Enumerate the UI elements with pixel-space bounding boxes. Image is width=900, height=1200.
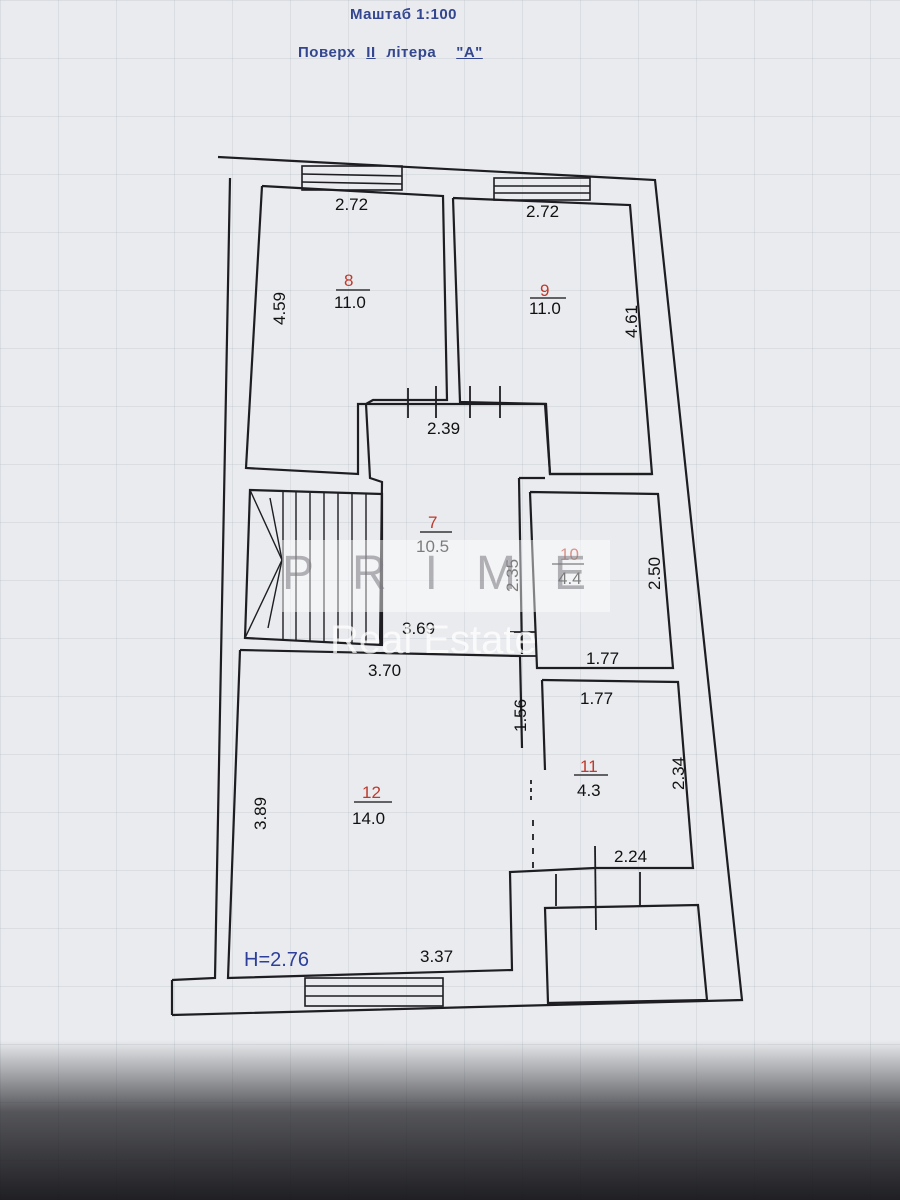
dim-stair-a: 3.69: [402, 619, 435, 638]
balcony-box: [543, 903, 709, 1005]
dim-r11-height: 2.34: [669, 757, 688, 790]
watermark-box: [282, 540, 610, 612]
room-11-number: 11: [580, 757, 598, 776]
dim-r9-right: 4.61: [622, 305, 641, 338]
dim-r11-width: 1.77: [580, 689, 613, 708]
dim-r11-bottom: 2.24: [614, 847, 647, 866]
dim-stair-b: 3.70: [368, 661, 401, 680]
dim-r8-top: 2.72: [335, 195, 368, 214]
room-9-number: 9: [540, 281, 549, 300]
stairs-outline: [243, 488, 384, 647]
room-12-area: 14.0: [352, 809, 385, 828]
watermark-subtitle: Real Estate: [330, 618, 537, 662]
room-8-number: 8: [344, 271, 353, 290]
dim-corridor: 1.56: [511, 699, 530, 732]
room-8-area: 11.0: [334, 293, 366, 312]
photo-shadow: [0, 1040, 900, 1200]
room-9-area: 11.0: [529, 299, 561, 318]
room-11-area: 4.3: [577, 781, 601, 800]
floor-word: Поверх: [298, 44, 356, 61]
dim-hall-depth: 2.35: [503, 559, 522, 592]
room-7-area: 10.5: [416, 537, 449, 556]
door-ticks: [407, 386, 641, 931]
dim-r8-left: 4.59: [270, 292, 289, 325]
walls: [170, 155, 744, 1017]
dim-r9-top: 2.72: [526, 202, 559, 221]
scale-label: Маштаб 1:100: [350, 6, 457, 23]
dim-r10-width: 1.77: [586, 649, 619, 668]
letter-value: "А": [456, 44, 483, 61]
floor-label: Поверх II літера "А": [298, 44, 489, 61]
dim-r10-height: 2.50: [645, 557, 664, 590]
dim-hall-width: 2.39: [427, 419, 460, 438]
room-10-number: 10: [560, 545, 579, 564]
stair-steps: [244, 489, 367, 644]
windows: [301, 165, 591, 1007]
watermark-logo: PRIME: [282, 547, 625, 600]
room-10-area: 4.4: [558, 569, 582, 588]
dim-r12-left: 3.89: [251, 797, 270, 830]
room-8-outline: [244, 184, 449, 476]
scale-text: Маштаб 1:100: [350, 6, 458, 23]
room-10-outline: [528, 490, 675, 670]
dim-r12-bottom: 3.37: [420, 947, 453, 966]
room-11-outline: [541, 678, 695, 870]
letter-word: літера: [386, 44, 437, 61]
floor-value: II: [366, 44, 376, 61]
ceiling-height: H=2.76: [244, 949, 309, 971]
room-7-number: 7: [428, 513, 437, 532]
room-12-number: 12: [362, 783, 381, 802]
